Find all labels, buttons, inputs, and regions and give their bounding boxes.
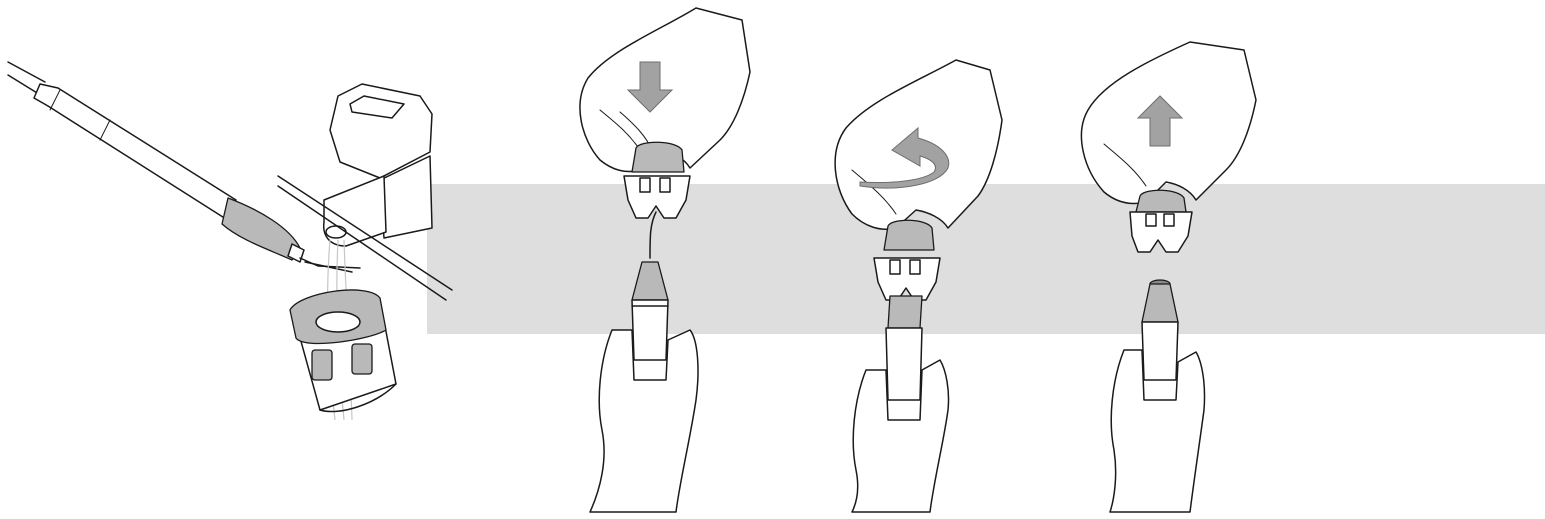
cleaning-cap (290, 290, 396, 412)
cap-lift (1130, 190, 1192, 252)
handpiece-twist (886, 296, 922, 400)
handpiece (34, 84, 360, 272)
step-rinse-panel (8, 62, 452, 420)
handpiece-lift (1142, 280, 1178, 380)
background-band (427, 184, 1545, 334)
faucet (278, 84, 452, 300)
